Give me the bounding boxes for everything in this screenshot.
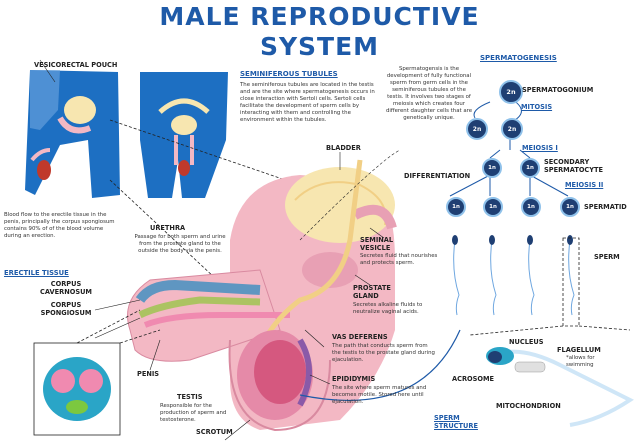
flagellum-note: *allows for swimming — [566, 355, 595, 368]
prostate-gland-description: Secretes alkaline fluids to neutralize v… — [353, 302, 423, 315]
spermatid-cell-1: 1n — [446, 197, 466, 217]
label-testis: TESTIS — [177, 393, 203, 401]
label-urethra: URETHRA — [150, 224, 186, 232]
label-spermatogonium: SPERMATOGONIUM — [522, 86, 594, 94]
label-seminal-vesicle: SEMINAL VESICLE — [360, 236, 394, 252]
sperm-structure — [486, 347, 634, 427]
seminal-vesicle-description: Secretes fluid that nourishes and protec… — [360, 253, 438, 266]
label-vesicorectal-pouch: VESICORECTAL POUCH — [34, 61, 118, 69]
urethra-description: Passage for both sperm and urine from th… — [134, 234, 226, 254]
spermatid-cell-3: 1n — [521, 197, 541, 217]
label-sperm: SPERM — [594, 253, 620, 261]
label-meiosis-1: MEIOSIS I — [522, 144, 558, 152]
label-seminiferous-tubules: SEMINIFEROUS TUBULES — [240, 70, 338, 78]
spermatogenesis-flow — [299, 97, 631, 401]
label-vas-deferens: VAS DEFERENS — [332, 333, 388, 341]
label-mitochondrion: MITOCHONDRION — [496, 402, 561, 410]
side-body-illustration — [25, 70, 120, 198]
vas-deferens-description: The path that conducts sperm from the te… — [332, 343, 435, 363]
label-sperm-structure: SPERM STRUCTURE — [434, 414, 478, 430]
epididymis-description: The site where sperm matures and becomes… — [332, 385, 427, 405]
label-secondary-spermatocyte: SECONDARY SPERMATOCYTE — [544, 158, 604, 174]
mitosis-cell-left: 2n — [466, 118, 488, 140]
title-line-1: MALE REPRODUCTIVE — [159, 2, 480, 31]
spermatogonium-cell: 2n — [499, 80, 523, 104]
label-meiosis-2: MEIOSIS II — [565, 181, 604, 189]
label-corpus-spongiosum: CORPUS SPONGIOSUM — [40, 301, 92, 317]
label-penis: PENIS — [137, 370, 160, 378]
secondary-spermatocyte-cell-right: 1n — [520, 158, 540, 178]
label-prostate-gland: PROSTATE GLAND — [353, 284, 391, 300]
spermatogenesis-description: Spermatogensis is the development of ful… — [385, 66, 473, 121]
mitosis-cell-right: 2n — [501, 118, 523, 140]
main-anatomy — [127, 159, 397, 432]
testis-description: Responsible for the production of sperm … — [160, 403, 227, 423]
label-nucleus: NUCLEUS — [509, 338, 544, 346]
label-epididymis: EPIDIDYMIS — [332, 375, 376, 383]
secondary-spermatocyte-cell-left: 1n — [482, 158, 502, 178]
blood-flow-description: Blood flow to the erectile tissue in the… — [4, 212, 115, 239]
erectile-tissue-cross-section — [33, 309, 161, 436]
label-spermatogenesis: SPERMATOGENESIS — [480, 54, 557, 62]
label-erectile-tissue: ERECTILE TISSUE — [4, 269, 69, 277]
title-line-2: SYSTEM — [259, 32, 380, 61]
label-acrosome: ACROSOME — [452, 375, 495, 383]
label-differentiation: DIFFERENTIATION — [404, 172, 471, 180]
spermatid-cell-4: 1n — [560, 197, 580, 217]
label-mitosis: MITOSIS — [521, 103, 553, 111]
spermatid-cell-2: 1n — [483, 197, 503, 217]
seminiferous-description: The seminiferous tubules are located in … — [240, 82, 375, 123]
label-flagellum: FLAGELLUM — [557, 346, 601, 354]
label-spermatid: SPERMATID — [584, 203, 627, 211]
label-scrotum: SCROTUM — [196, 428, 233, 436]
front-body-illustration — [140, 72, 228, 198]
label-corpus-cavernosum: CORPUS CAVERNOSUM — [40, 280, 92, 296]
label-bladder: BLADDER — [326, 144, 361, 152]
